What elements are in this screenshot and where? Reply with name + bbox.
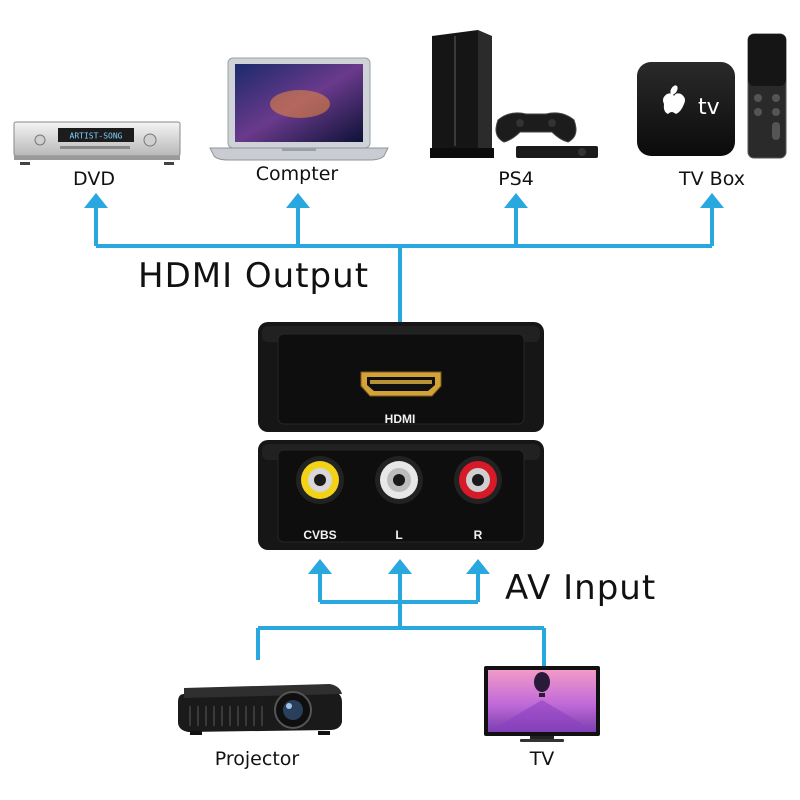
input-connector-lines [256,572,546,668]
device-label-tvbox: TV Box [679,168,745,190]
hdmi-port-icon [360,371,442,397]
output-connector-lines [94,206,714,322]
av-port-label-l: L [395,528,403,542]
rca-jack-yellow-icon [296,456,344,504]
device-label-projector: Projector [214,748,300,770]
converter-hdmi-unit [258,322,544,432]
hdmi-output-heading: HDMI Output [138,256,370,296]
av-port-label-r: R [473,528,483,542]
ps4-console-icon [430,30,598,158]
device-label-tv: TV [529,748,555,770]
laptop-icon [209,57,389,161]
television-icon [484,666,600,742]
dvd-player-icon: ARTIST-SONG [13,121,181,165]
rca-jack-red-icon [454,456,502,504]
input-arrowheads [308,559,490,574]
av-port-label-cvbs: CVBS [303,528,337,542]
tv-box-brand-text: tv [698,95,720,120]
arrow-up-computer [286,193,310,208]
device-label-computer: Compter [255,163,339,185]
output-arrowheads [84,193,724,208]
apple-logo-icon [663,93,685,114]
converter-av-unit [258,440,544,550]
apple-tv-box-icon: tv [637,33,787,159]
arrow-up-ps4 [504,193,528,208]
arrow-up-l [388,559,412,574]
device-label-ps4: PS4 [498,168,534,190]
arrow-up-cvbs [308,559,332,574]
rca-jack-white-icon [375,456,423,504]
hot-air-balloon-icon [534,672,550,697]
device-label-dvd: DVD [73,168,115,190]
arrow-up-dvd [84,193,108,208]
projector-icon [178,684,342,735]
arrow-up-r [466,559,490,574]
dvd-display-text: ARTIST-SONG [70,132,123,141]
av-input-heading: AV Input [505,568,657,608]
arrow-up-tvbox [700,193,724,208]
hdmi-port-label: HDMI [384,412,416,426]
